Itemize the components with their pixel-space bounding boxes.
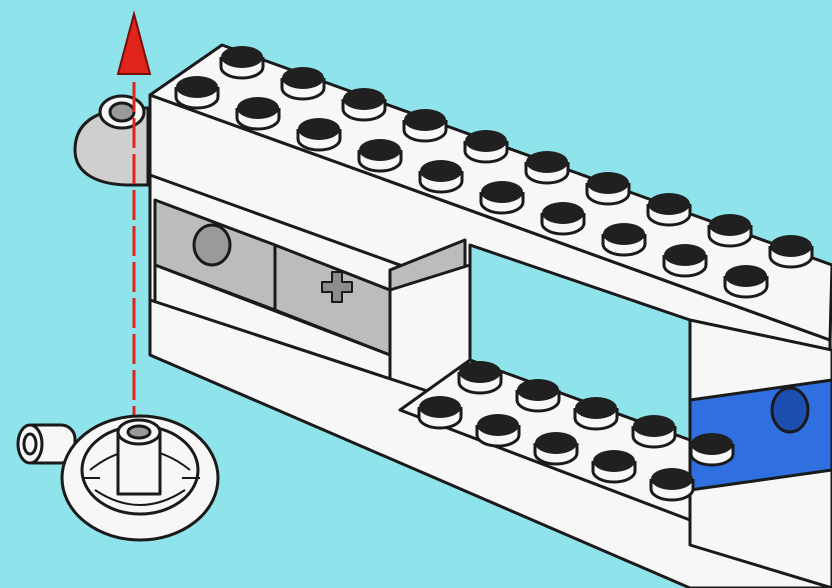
stud	[298, 118, 340, 150]
stud	[282, 67, 324, 99]
blue-block-hole-icon	[772, 388, 808, 432]
stud	[542, 202, 584, 234]
stud	[526, 151, 568, 183]
stud	[664, 244, 706, 276]
stud	[404, 109, 446, 141]
stud	[535, 432, 577, 464]
stud	[587, 172, 629, 204]
technic-hole-icon	[194, 225, 230, 265]
stud	[709, 214, 751, 246]
stud	[420, 160, 462, 192]
stud	[648, 193, 690, 225]
stud	[651, 468, 693, 500]
stud	[477, 414, 519, 446]
stud	[343, 88, 385, 120]
stud	[593, 450, 635, 482]
stud	[603, 223, 645, 255]
stud	[575, 397, 617, 429]
stud	[633, 415, 675, 447]
stud	[481, 181, 523, 213]
stud	[725, 265, 767, 297]
stud	[465, 130, 507, 162]
stud	[459, 361, 501, 393]
stud	[176, 76, 218, 108]
stud	[221, 46, 263, 78]
stud	[691, 433, 733, 465]
stud	[359, 139, 401, 171]
stud	[419, 396, 461, 428]
stud	[770, 235, 812, 267]
stud	[237, 97, 279, 129]
stud	[517, 379, 559, 411]
